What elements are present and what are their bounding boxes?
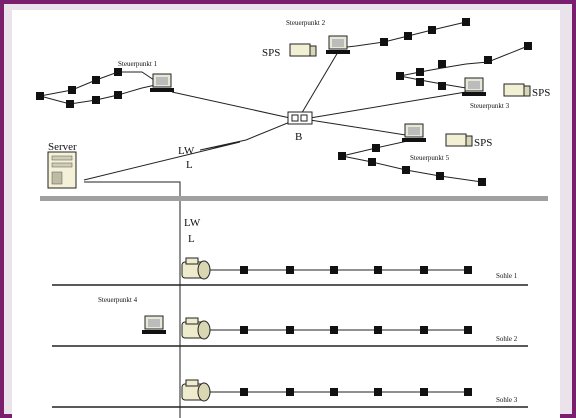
computer-sp4-icon: [142, 315, 166, 334]
link-sp1-bridge: [171, 91, 291, 119]
sps-module-sp5-icon: [445, 133, 473, 147]
node: [372, 144, 380, 152]
lw-label-lower: LW: [184, 217, 201, 229]
node: [374, 266, 382, 274]
node: [464, 326, 472, 334]
node: [368, 158, 376, 166]
node: [438, 60, 446, 68]
link-chain-sp3-lower: [399, 75, 467, 89]
steuerpunkt-1-label: Steuerpunkt 1: [118, 60, 158, 68]
steuerpunkt-2-label: Steuerpunkt 2: [286, 19, 326, 27]
bridge-box-icon: [287, 111, 313, 125]
node: [464, 266, 472, 274]
node: [92, 76, 100, 84]
sohle-2-label: Sohle 2: [496, 335, 518, 343]
node: [416, 78, 424, 86]
node: [396, 72, 404, 80]
bridge-label: B: [295, 131, 302, 143]
node: [114, 91, 122, 99]
field-device-sohle-1-icon: [181, 257, 211, 280]
node: [338, 152, 346, 160]
computer-sp2-icon: [326, 35, 350, 54]
node: [330, 266, 338, 274]
link-chain-sp2: [337, 21, 467, 49]
node: [330, 326, 338, 334]
sps-label-sp3: SPS: [532, 87, 550, 99]
node: [484, 56, 492, 64]
server-label: Server: [48, 141, 77, 153]
link-bridge-server-lw: [83, 121, 291, 181]
node: [36, 92, 44, 100]
node: [428, 26, 436, 34]
node: [438, 82, 446, 90]
node: [420, 326, 428, 334]
sohle-1-label: Sohle 1: [496, 272, 518, 280]
link-chain-sp1-lower: [39, 83, 161, 105]
node: [436, 172, 444, 180]
sps-module-sp2-icon: [289, 43, 317, 57]
node: [420, 388, 428, 396]
diagram-canvas: [12, 10, 560, 418]
node: [404, 32, 412, 40]
steuerpunkt-3-label: Steuerpunkt 3: [470, 102, 510, 110]
node: [286, 326, 294, 334]
server-tower-icon: [47, 151, 77, 189]
node: [374, 388, 382, 396]
computer-sp3-icon: [462, 77, 486, 96]
node: [286, 388, 294, 396]
node: [240, 388, 248, 396]
lw-label-upper: LW: [178, 145, 195, 157]
node: [402, 166, 410, 174]
field-nodes: [36, 18, 532, 396]
sps-label-sp5: SPS: [474, 137, 492, 149]
node: [374, 326, 382, 334]
steuerpunkt-4-label: Steuerpunkt 4: [98, 296, 138, 304]
node: [68, 86, 76, 94]
node: [92, 96, 100, 104]
l-label-upper: L: [186, 159, 193, 171]
link-sp2-bridge: [299, 51, 339, 117]
node: [114, 68, 122, 76]
node: [286, 266, 294, 274]
node: [66, 100, 74, 108]
node: [330, 388, 338, 396]
node: [416, 68, 424, 76]
node: [464, 388, 472, 396]
field-device-sohle-3-icon: [181, 379, 211, 402]
sohle-lines: [52, 284, 528, 408]
backbone-bar: [40, 196, 548, 201]
l-label-lower: L: [188, 233, 195, 245]
field-device-sohle-2-icon: [181, 317, 211, 340]
link-bridge-sp5: [309, 119, 413, 137]
node: [240, 326, 248, 334]
node: [462, 18, 470, 26]
node: [420, 266, 428, 274]
node: [478, 178, 486, 186]
node: [524, 42, 532, 50]
computer-sp5-icon: [402, 123, 426, 142]
sps-module-sp3-icon: [503, 83, 531, 97]
link-chain-sp1-upper: [39, 71, 161, 97]
steuerpunkt-5-label: Steuerpunkt 5: [410, 154, 450, 162]
sohle-3-label: Sohle 3: [496, 396, 518, 404]
link-server-vertical: [84, 181, 181, 418]
link-bridge-sp3: [309, 91, 467, 119]
node: [380, 38, 388, 46]
sps-label-sp2: SPS: [262, 47, 280, 59]
node: [240, 266, 248, 274]
computer-sp1-icon: [150, 73, 174, 92]
